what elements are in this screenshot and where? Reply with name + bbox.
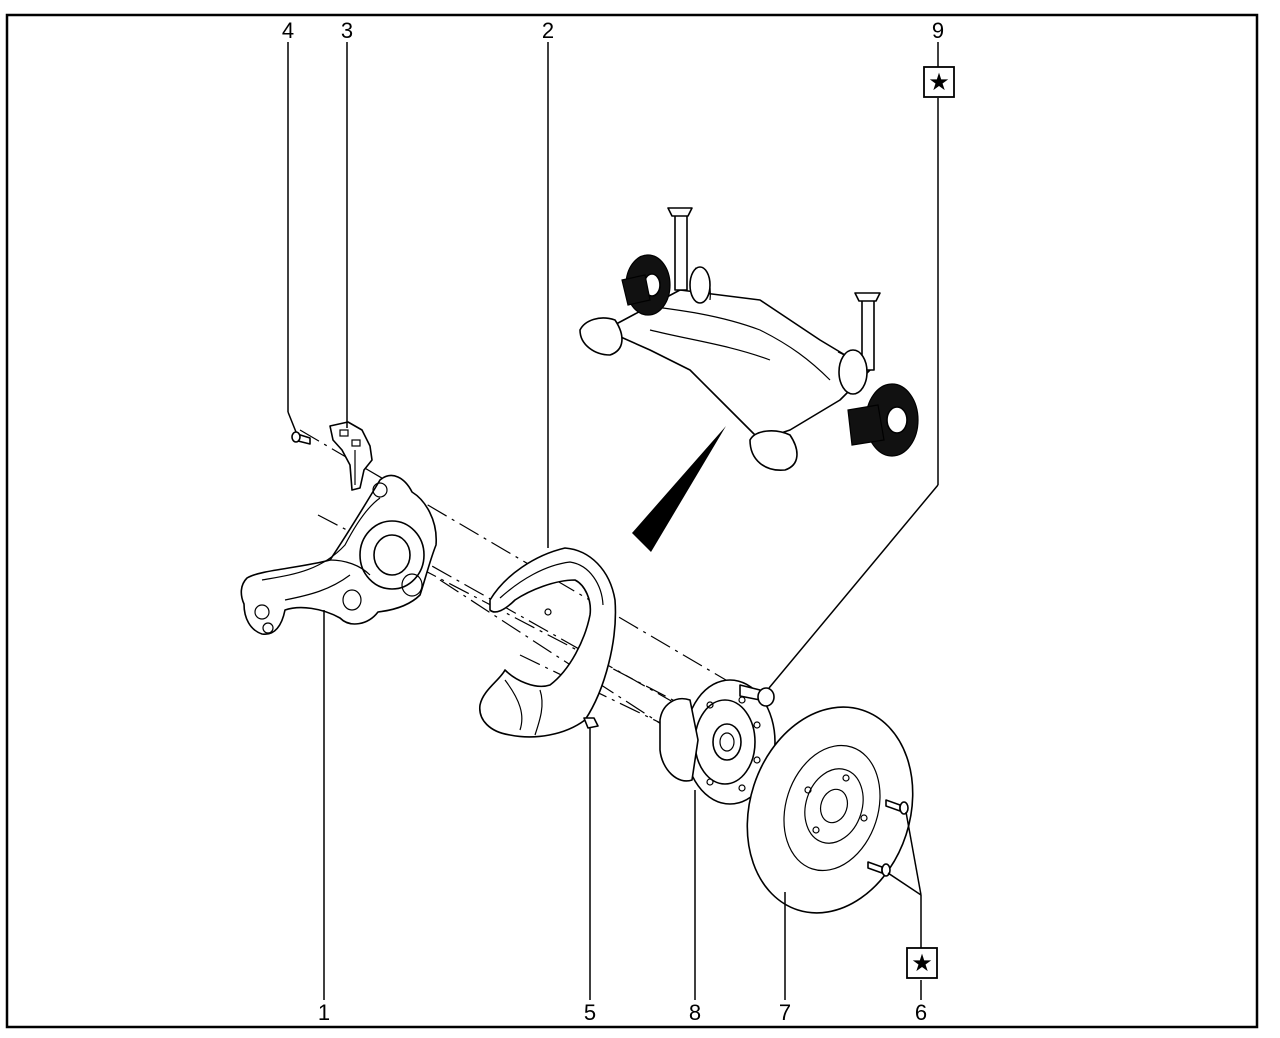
star-marker-6: ★ — [906, 947, 938, 979]
callout-4: 4 — [282, 18, 294, 43]
callout-8: 8 — [689, 1000, 701, 1025]
callout-6: 6 — [915, 1000, 927, 1025]
diagram-frame — [5, 13, 1259, 1029]
view-direction-arrow-icon — [632, 426, 726, 552]
star-icon: ★ — [911, 950, 933, 977]
callout-labels: 4 3 2 9 1 5 8 7 6 — [282, 18, 944, 1025]
callout-3: 3 — [341, 18, 353, 43]
screw-part-5 — [583, 717, 599, 729]
callout-5: 5 — [584, 1000, 596, 1025]
star-marker-9: ★ — [923, 66, 955, 98]
callout-1: 1 — [318, 1000, 330, 1025]
callout-7: 7 — [779, 1000, 791, 1025]
knuckle-part — [240, 474, 437, 635]
star-icon: ★ — [928, 69, 950, 96]
bracket-part — [329, 421, 373, 491]
disc-screws-part-6 — [867, 799, 909, 877]
callout-9: 9 — [932, 18, 944, 43]
leader-lines — [287, 42, 939, 1000]
hub-bearing-part — [659, 679, 776, 805]
dust-shield-part — [479, 547, 617, 738]
rear-axle-overview — [579, 207, 919, 471]
hub-bolt-part-9 — [739, 684, 775, 707]
brake-disc-part — [746, 706, 914, 914]
callout-2: 2 — [542, 18, 554, 43]
